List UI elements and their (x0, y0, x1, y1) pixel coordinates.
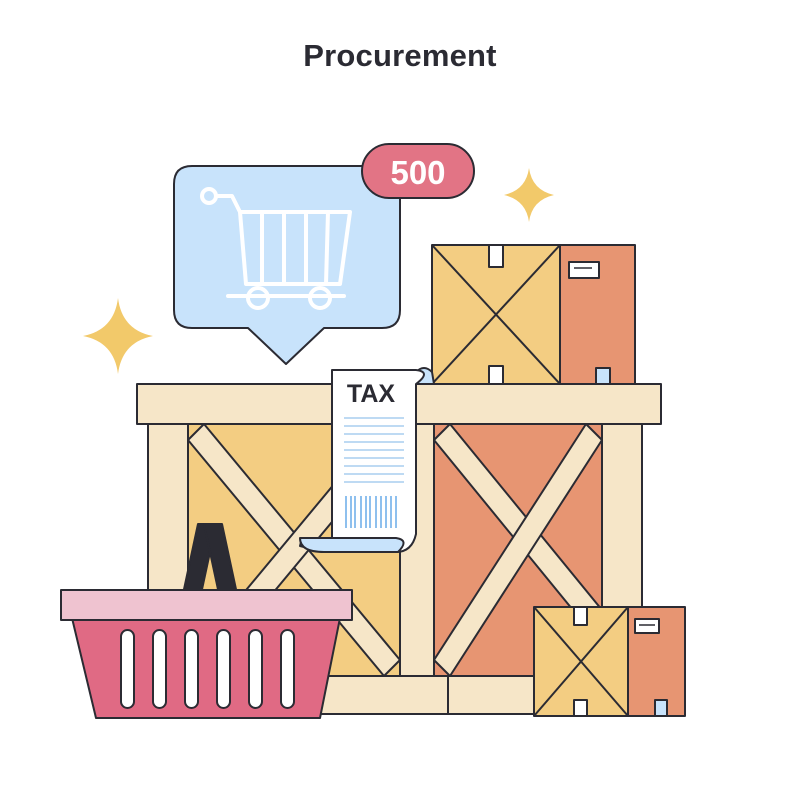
receipt-label: TAX (347, 380, 395, 408)
sparkle-icon (504, 168, 554, 222)
count-badge (361, 143, 475, 199)
badge-count: 500 (390, 154, 445, 191)
tax-receipt (299, 367, 435, 553)
barcode (345, 496, 397, 528)
shopping-cart-icon (200, 187, 352, 310)
shopping-basket-icon (60, 523, 353, 719)
sparkle-icon (83, 298, 153, 374)
page-title: Procurement (303, 38, 497, 73)
cardboard-box-large (431, 244, 636, 385)
cart-bubble (173, 165, 401, 365)
cardboard-box-small (533, 606, 686, 717)
